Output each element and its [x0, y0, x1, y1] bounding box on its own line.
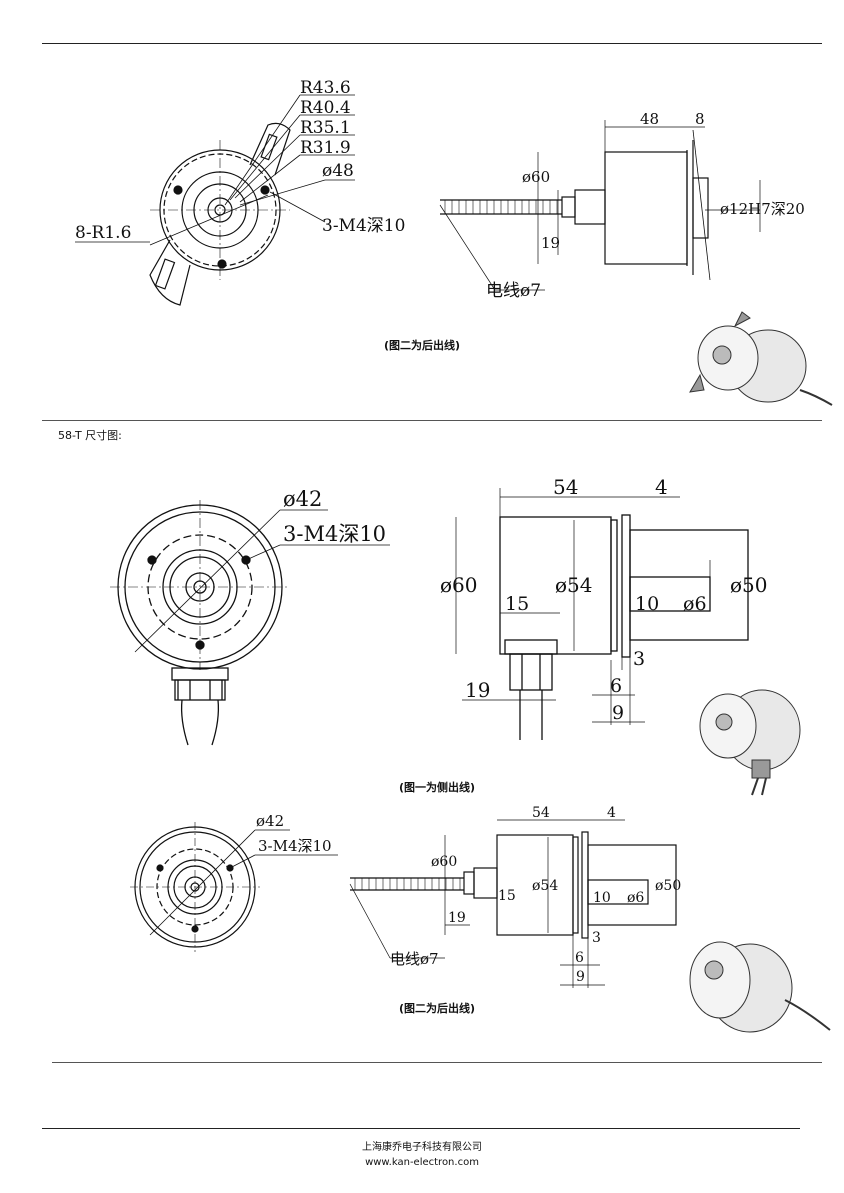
s2a-side-view [455, 488, 749, 740]
s2b-label-d42: ø42 [256, 812, 284, 830]
s2b-dim-9: 9 [576, 969, 585, 985]
s2b-dim-19: 19 [448, 910, 466, 926]
bottom-rule [52, 1062, 822, 1063]
s2b-dim-d6: ø6 [627, 890, 644, 906]
s2b-dim-54: 54 [532, 805, 550, 821]
s2a-dim-3: 3 [633, 648, 645, 670]
s1-label-r436: R43.6 [300, 78, 351, 98]
s2a-dim-10: 10 [635, 593, 659, 615]
s2b-side-view [349, 819, 677, 988]
s1-dim-d60: ø60 [522, 168, 550, 186]
caption-side-exit: (图一为侧出线) [398, 781, 476, 794]
s2b-dim-d54: ø54 [532, 878, 558, 894]
s1-product-image [689, 311, 833, 406]
s2b-dim-3: 3 [592, 930, 601, 946]
s2a-dim-d60: ø60 [440, 573, 478, 597]
s2a-label-m4: 3-M4深10 [283, 522, 386, 546]
footer-company: 上海康乔电子科技有限公司 [362, 1142, 482, 1153]
s2a-product-image [699, 689, 801, 796]
section-divider [42, 420, 822, 421]
s2b-label-m4: 3-M4深10 [258, 837, 332, 855]
s1-cable-label: 电线ø7 [486, 281, 541, 301]
s2b-dim-d50: ø50 [655, 878, 681, 894]
s2a-dim-d54: ø54 [555, 573, 593, 597]
s2b-dim-d60: ø60 [431, 854, 457, 870]
s2a-dim-9: 9 [612, 702, 624, 724]
s1-label-r404: R40.4 [300, 98, 351, 118]
caption-s1: (图二为后出线) [383, 339, 461, 352]
s1-label-d48: ø48 [322, 161, 354, 181]
s2b-front-view [130, 822, 338, 952]
s2a-front-view [110, 500, 390, 746]
s2a-dim-4: 4 [655, 475, 668, 499]
s2b-dim-15: 15 [498, 888, 516, 904]
s1-label-r319: R31.9 [300, 138, 351, 158]
s1-dim-19: 19 [541, 234, 560, 252]
s2a-dim-19: 19 [465, 678, 490, 702]
s2a-dim-15: 15 [505, 593, 529, 615]
footer-rule [42, 1128, 800, 1129]
s2a-dim-d6: ø6 [683, 593, 707, 615]
s1-label-r351: R35.1 [300, 118, 351, 138]
s1-dim-8: 8 [695, 110, 705, 128]
s1-front-view [75, 94, 355, 306]
s1-dim-48: 48 [640, 110, 659, 128]
footer-website[interactable]: www.kan-electron.com [365, 1157, 479, 1168]
s1-label-m4: 3-M4深10 [322, 216, 405, 236]
s2a-label-d42: ø42 [283, 487, 322, 511]
s1-label-r16: 8-R1.6 [75, 223, 131, 243]
s1-side-view [439, 120, 761, 291]
s2a-dim-d50: ø50 [730, 573, 768, 597]
top-rule [42, 43, 822, 44]
s2a-dim-54: 54 [553, 475, 578, 499]
s2b-product-image [689, 941, 831, 1033]
s2b-cable-label: 电线ø7 [390, 950, 439, 968]
s2b-dim-6: 6 [575, 950, 584, 966]
s1-dim-bore: ø12H7深20 [720, 200, 805, 218]
caption-rear-exit: (图二为后出线) [398, 1002, 476, 1015]
s2b-dim-10: 10 [593, 890, 611, 906]
s2b-dim-4: 4 [607, 805, 616, 821]
s2a-dim-6: 6 [610, 675, 622, 697]
section-title-58t: 58-T 尺寸图: [58, 429, 122, 442]
